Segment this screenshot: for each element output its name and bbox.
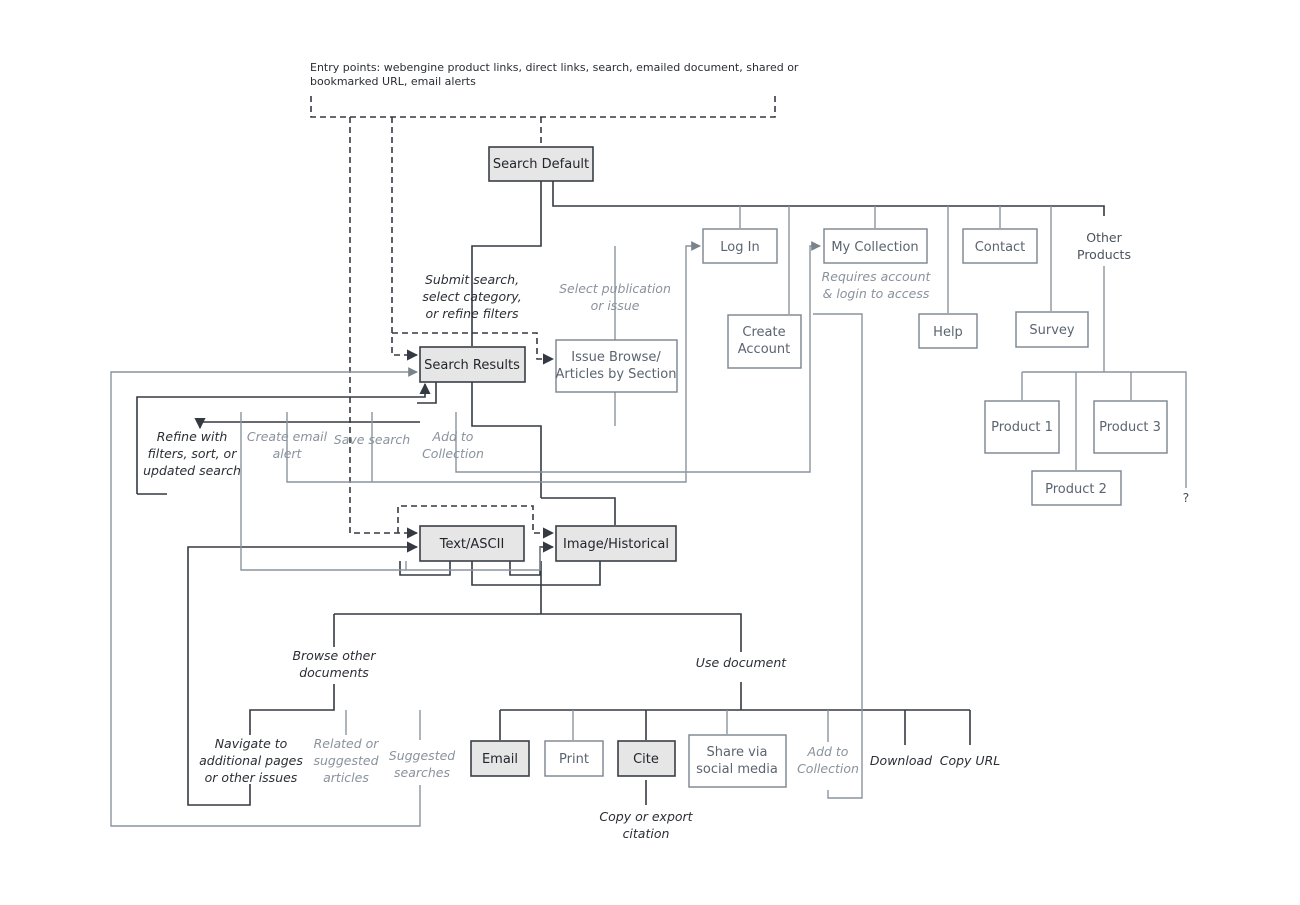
- add-to-collection-line1: Add to: [432, 429, 474, 444]
- print-label: Print: [559, 752, 589, 767]
- refine-line3: updated search: [143, 463, 241, 478]
- related-line1: Related or: [314, 736, 380, 751]
- product-1-box[interactable]: Product 1: [984, 400, 1060, 454]
- image-historical-box[interactable]: Image/Historical: [555, 525, 677, 562]
- download-label: Download: [870, 753, 932, 768]
- secondary-connectors: [110, 206, 1187, 827]
- help-box[interactable]: Help: [918, 313, 978, 349]
- suggested-searches-label: Suggested searches: [389, 748, 456, 780]
- share-line1: Share via: [707, 745, 768, 760]
- entry-points-note: Entry points: webengine product links, d…: [310, 61, 799, 88]
- add-to-collection-2-line1: Add to: [807, 744, 849, 759]
- requires-account-line2: & login to access: [823, 286, 930, 301]
- add-to-collection-2-line2: Collection: [797, 761, 859, 776]
- other-products-label: Other Products: [1077, 230, 1131, 262]
- contact-label: Contact: [975, 240, 1026, 255]
- refine-line2: filters, sort, or: [148, 446, 238, 461]
- related-articles-label: Related or suggested articles: [313, 736, 379, 785]
- primary-connectors: [136, 181, 1105, 806]
- submit-search-line2: select category,: [422, 289, 521, 304]
- use-document-label: Use document: [696, 655, 787, 670]
- contact-box[interactable]: Contact: [962, 228, 1038, 264]
- product-2-label: Product 2: [1045, 482, 1107, 497]
- submit-search-line3: or refine filters: [425, 306, 519, 321]
- navigate-line2: additional pages: [199, 753, 303, 768]
- browse-other-line2: documents: [299, 665, 369, 680]
- survey-label: Survey: [1029, 323, 1075, 338]
- survey-box[interactable]: Survey: [1015, 311, 1089, 348]
- share-social-box[interactable]: Share via social media: [688, 734, 787, 788]
- entry-dashed-connectors: [310, 96, 776, 539]
- browse-other-label: Browse other documents: [292, 648, 376, 680]
- text-ascii-label: Text/ASCII: [439, 537, 505, 552]
- log-in-box[interactable]: Log In: [702, 228, 778, 264]
- issue-browse-line1: Issue Browse/: [571, 350, 661, 365]
- log-in-label: Log In: [720, 240, 759, 255]
- other-products-line2: Products: [1077, 247, 1131, 262]
- print-box[interactable]: Print: [544, 740, 604, 777]
- entry-note-line2: bookmarked URL, email alerts: [310, 75, 476, 88]
- add-to-collection-line2: Collection: [422, 446, 484, 461]
- cite-box[interactable]: Cite: [617, 740, 676, 777]
- suggested-line2: searches: [394, 765, 450, 780]
- share-line2: social media: [696, 762, 778, 777]
- create-email-alert-line2: alert: [273, 446, 303, 461]
- create-account-line2: Account: [738, 342, 791, 357]
- other-products-line1: Other: [1086, 230, 1122, 245]
- requires-account-label: Requires account & login to access: [822, 269, 932, 301]
- related-line2: suggested: [313, 753, 378, 768]
- add-to-collection-2-label: Add to Collection: [797, 744, 859, 776]
- select-publication-line1: Select publication: [559, 281, 671, 296]
- suggested-line1: Suggested: [389, 748, 456, 763]
- navigate-line3: or other issues: [205, 770, 298, 785]
- add-to-collection-label: Add to Collection: [422, 429, 484, 461]
- product-1-label: Product 1: [991, 420, 1053, 435]
- product-3-label: Product 3: [1099, 420, 1161, 435]
- search-results-label: Search Results: [424, 358, 520, 373]
- related-line3: articles: [323, 770, 369, 785]
- save-search-label: Save search: [334, 432, 411, 447]
- create-email-alert-label: Create email alert: [247, 429, 328, 461]
- browse-other-line1: Browse other: [292, 648, 376, 663]
- issue-browse-box[interactable]: Issue Browse/ Articles by Section: [555, 339, 678, 393]
- my-collection-label: My Collection: [831, 240, 918, 255]
- issue-browse-line2: Articles by Section: [556, 367, 677, 382]
- product-3-box[interactable]: Product 3: [1093, 400, 1168, 454]
- copy-export-line1: Copy or export: [599, 809, 693, 824]
- select-publication-line2: or issue: [591, 298, 640, 313]
- navigate-label: Navigate to additional pages or other is…: [199, 736, 303, 785]
- search-results-box[interactable]: Search Results: [419, 346, 526, 383]
- copy-export-label: Copy or export citation: [599, 809, 693, 841]
- email-label: Email: [482, 752, 518, 767]
- requires-account-line1: Requires account: [822, 269, 932, 284]
- submit-search-label: Submit search, select category, or refin…: [422, 272, 521, 321]
- submit-search-line1: Submit search,: [425, 272, 519, 287]
- unknown-product-marker: ?: [1183, 490, 1190, 505]
- cite-label: Cite: [633, 752, 659, 767]
- search-default-box[interactable]: Search Default: [488, 146, 594, 182]
- select-publication-label: Select publication or issue: [559, 281, 671, 313]
- entry-note-line1: Entry points: webengine product links, d…: [310, 61, 799, 74]
- create-email-alert-line1: Create email: [247, 429, 328, 444]
- refine-line1: Refine with: [157, 429, 228, 444]
- copy-url-label: Copy URL: [940, 753, 1001, 768]
- image-historical-label: Image/Historical: [563, 537, 669, 552]
- help-label: Help: [933, 325, 963, 340]
- text-ascii-box[interactable]: Text/ASCII: [419, 525, 525, 562]
- create-account-line1: Create: [742, 325, 785, 340]
- product-2-box[interactable]: Product 2: [1031, 470, 1122, 506]
- email-box[interactable]: Email: [470, 740, 530, 777]
- search-default-label: Search Default: [493, 157, 589, 172]
- navigate-line1: Navigate to: [215, 736, 288, 751]
- refine-label: Refine with filters, sort, or updated se…: [143, 429, 241, 478]
- copy-export-line2: citation: [623, 826, 670, 841]
- create-account-box[interactable]: Create Account: [727, 314, 802, 369]
- my-collection-box[interactable]: My Collection: [823, 228, 928, 264]
